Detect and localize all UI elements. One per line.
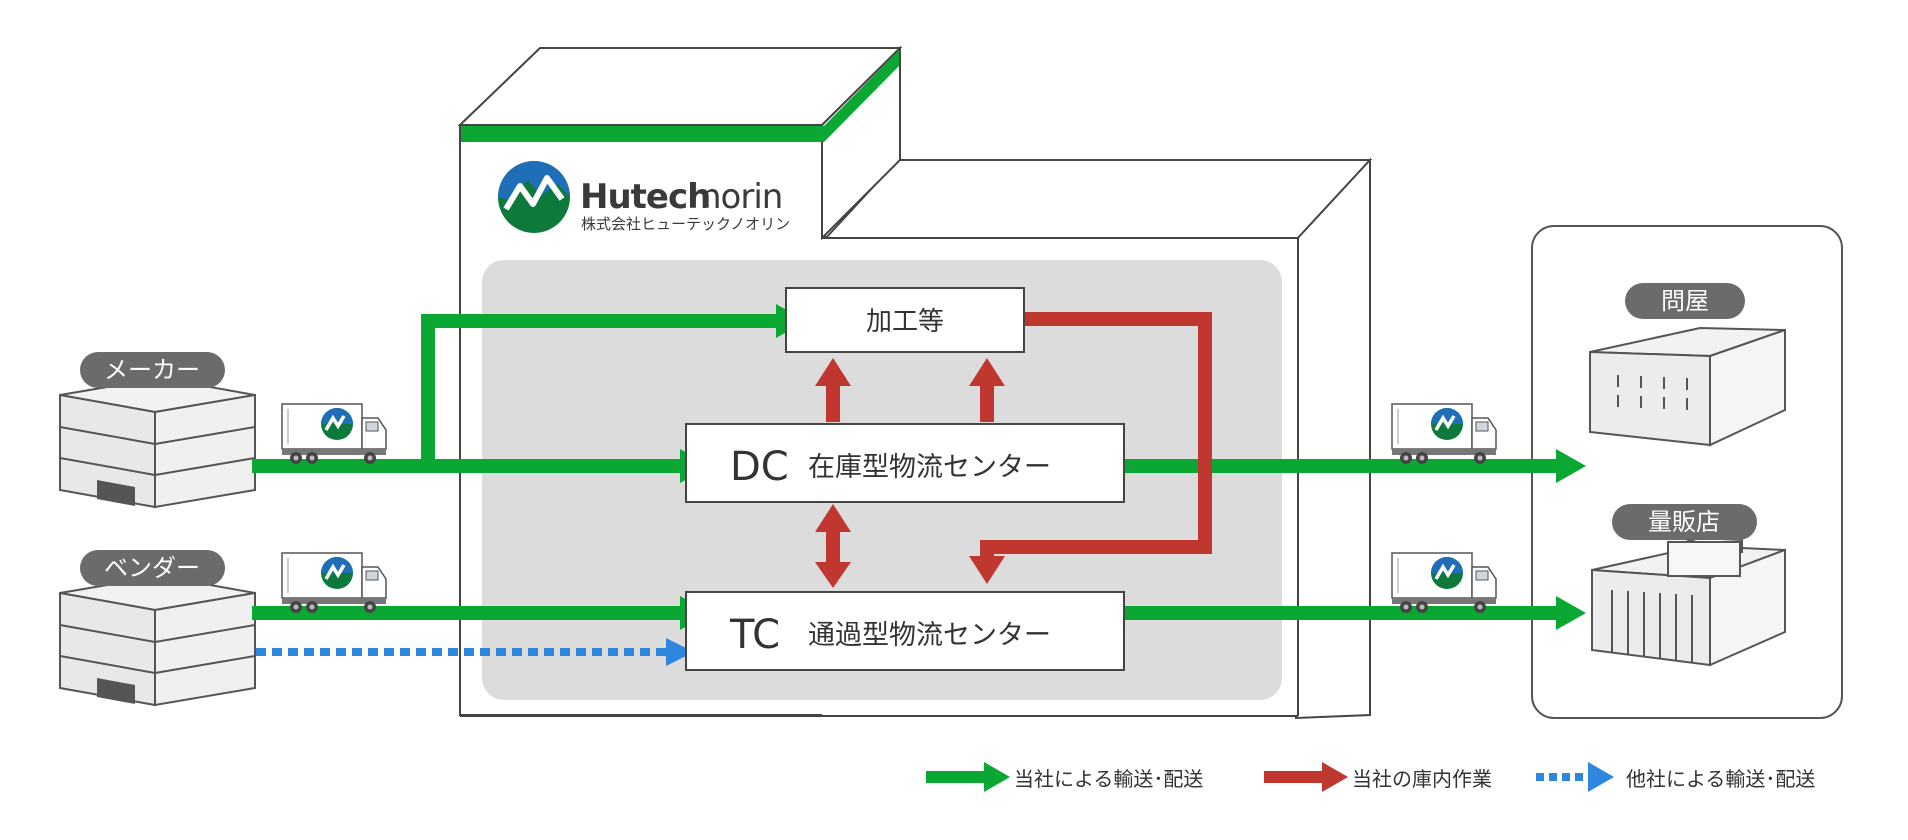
wholesaler-pill: 問屋 <box>1625 283 1745 319</box>
mass-retailer-pill: 量販店 <box>1612 504 1757 540</box>
vendor-label: ベンダー <box>104 554 200 582</box>
truck-icon <box>280 551 388 615</box>
legend-label-red: 当社の庫内作業 <box>1352 767 1492 791</box>
legend-label-green: 当社による輸送･配送 <box>1014 767 1203 791</box>
vendor-pill: ベンダー <box>80 550 225 586</box>
logo-name-bold: Hutech <box>580 177 710 217</box>
logo-subtitle: 株式会社ヒューテックノオリン <box>581 215 790 233</box>
legend-item-red: 当社の庫内作業 <box>1264 762 1492 792</box>
tc-label: 通過型物流センター <box>808 620 1051 651</box>
tc-code: TC <box>729 612 780 658</box>
mass-retailer-label: 量販店 <box>1648 508 1720 536</box>
legend-label-blue: 他社による輸送･配送 <box>1626 767 1815 791</box>
third-party-transport-arrow <box>256 638 694 666</box>
dc-center-box: DC 在庫型物流センター <box>685 423 1125 503</box>
tc-center-box: TC 通過型物流センター <box>685 591 1125 671</box>
wholesaler-label: 問屋 <box>1661 287 1709 315</box>
logo-name-light: norin <box>700 177 782 217</box>
mass-retailer-building <box>1591 536 1786 667</box>
manufacturer-label: メーカー <box>104 356 200 384</box>
processing-label: 加工等 <box>866 307 944 337</box>
processing-box: 加工等 <box>785 287 1025 353</box>
dc-label: 在庫型物流センター <box>808 452 1051 483</box>
dc-code: DC <box>730 444 789 490</box>
green-transport-arrows <box>252 304 1586 630</box>
truck-icon <box>1390 551 1498 615</box>
manufacturer-pill: メーカー <box>80 352 225 388</box>
legend-item-blue: 他社による輸送･配送 <box>1536 762 1815 792</box>
company-logo: Hutech norin 株式会社ヒューテックノオリン <box>498 161 790 233</box>
vendor-building <box>59 575 256 706</box>
truck-icon <box>280 402 388 466</box>
legend: 当社による輸送･配送 当社の庫内作業 他社による輸送･配送 <box>926 762 1815 792</box>
truck-icon <box>1390 402 1498 466</box>
manufacturer-building <box>59 377 256 508</box>
legend-item-green: 当社による輸送･配送 <box>926 762 1203 792</box>
wholesaler-building <box>1589 326 1786 447</box>
